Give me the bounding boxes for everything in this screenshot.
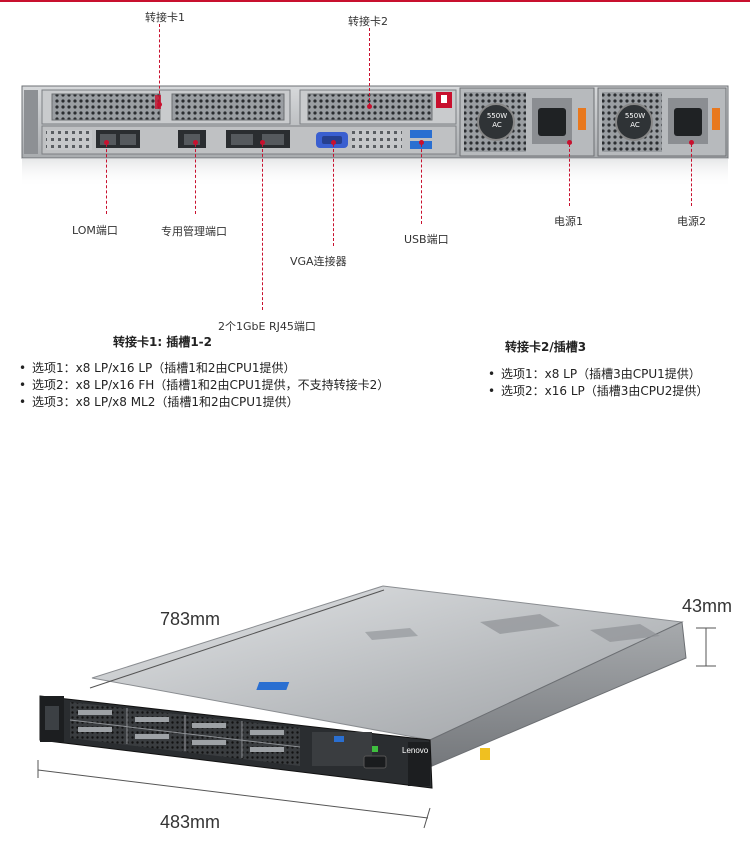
psu1-rating-badge: 550W AC [480, 112, 514, 130]
callout-riser1: 转接卡1 [145, 11, 185, 24]
server-front-view [37, 585, 716, 829]
leader-mgmt [195, 144, 196, 214]
psu2-rating-badge: 550W AC [618, 112, 652, 130]
callout-lom-port: LOM端口 [72, 224, 118, 237]
leader-riser1 [159, 24, 160, 104]
leader-dot-riser1 [157, 102, 162, 107]
top-accent-line [0, 0, 750, 2]
leader-vga [333, 144, 334, 246]
leader-rj45 [262, 144, 263, 310]
front-brand-logo: Lenovo [402, 746, 429, 755]
leader-usb [421, 144, 422, 224]
callout-psu2: 电源2 [677, 215, 706, 228]
leader-dot-rj45 [260, 140, 265, 145]
riser2-heading: 转接卡2/插槽3 [505, 340, 587, 354]
dimension-width: 483mm [160, 812, 221, 832]
callout-rj45: 2个1GbE RJ45端口 [218, 320, 316, 333]
leader-dot-psu1 [567, 140, 572, 145]
riser2-options: 选项1：x8 LP（插槽3由CPU1提供） 选项2：x16 LP（插槽3由CPU… [488, 366, 708, 400]
riser2-option-1: 选项1：x8 LP（插槽3由CPU1提供） [488, 366, 708, 383]
psu1-ac: AC [492, 121, 502, 129]
dimension-depth: 783mm [160, 609, 221, 629]
riser1-heading: 转接卡1: 插槽1-2 [113, 335, 213, 349]
callout-usb: USB端口 [404, 233, 449, 246]
leader-psu2 [691, 144, 692, 206]
psu2-ac: AC [630, 121, 640, 129]
leader-dot-usb [419, 140, 424, 145]
leader-dot-psu2 [689, 140, 694, 145]
riser1-option-2: 选项2：x8 LP/x16 FH（插槽1和2由CPU1提供，不支持转接卡2） [19, 377, 389, 394]
riser1-option-1: 选项1：x8 LP/x16 LP（插槽1和2由CPU1提供） [19, 360, 389, 377]
riser1-options: 选项1：x8 LP/x16 LP（插槽1和2由CPU1提供） 选项2：x8 LP… [19, 360, 389, 411]
callout-mgmt-port: 专用管理端口 [161, 225, 227, 238]
leader-lom [106, 144, 107, 214]
callout-vga: VGA连接器 [290, 255, 347, 268]
server-rear-view [21, 85, 729, 188]
callout-psu1: 电源1 [554, 215, 583, 228]
dimension-height: 43mm [682, 596, 733, 616]
leader-psu1 [569, 144, 570, 206]
leader-dot-vga [331, 140, 336, 145]
psu2-rating: 550W [624, 112, 646, 120]
leader-riser2 [369, 28, 370, 106]
riser1-option-3: 选项3：x8 LP/x8 ML2（插槽1和2由CPU1提供） [19, 394, 389, 411]
leader-dot-riser2 [367, 104, 372, 109]
callout-riser2: 转接卡2 [348, 15, 388, 28]
riser2-option-2: 选项2：x16 LP（插槽3由CPU2提供） [488, 383, 708, 400]
leader-dot-lom [104, 140, 109, 145]
psu1-rating: 550W [486, 112, 508, 120]
leader-dot-mgmt [193, 140, 198, 145]
